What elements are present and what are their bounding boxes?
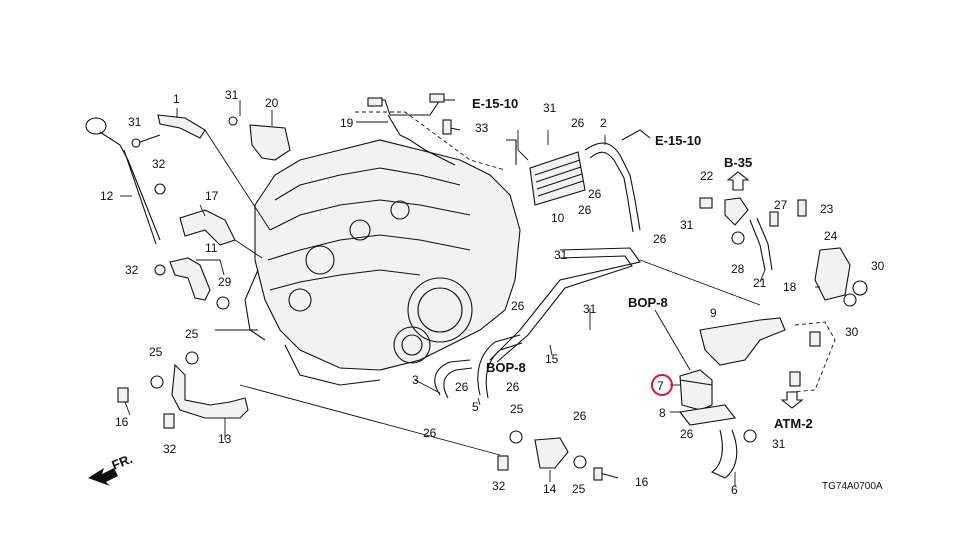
callout-9: 9 <box>710 306 717 320</box>
callout-13: 13 <box>218 432 232 446</box>
callout-11: 11 <box>205 241 218 255</box>
callout-31-c: 31 <box>583 302 597 316</box>
diagram-code: TG74A0700A <box>822 481 883 492</box>
callout-16-a: 16 <box>115 415 129 429</box>
bracket-13 <box>117 351 249 429</box>
ref-e-15-10-b: E-15-10 <box>655 133 701 148</box>
callout-28: 28 <box>731 262 745 276</box>
callout-2: 2 <box>600 116 607 130</box>
harness-bracket-19 <box>367 93 456 166</box>
pipe-11 <box>154 257 230 310</box>
atf-hoses <box>434 334 523 399</box>
bracket-9 <box>699 317 821 387</box>
callout-24: 24 <box>824 229 838 243</box>
callout-33: 33 <box>475 121 489 135</box>
transmission-case <box>244 139 521 386</box>
callout-26-h: 26 <box>578 203 592 217</box>
callout-19: 19 <box>340 116 354 130</box>
bracket-1 <box>131 114 206 148</box>
dipstick <box>85 117 161 245</box>
callout-26-i: 26 <box>653 232 667 246</box>
callout-31-a: 31 <box>128 115 142 129</box>
callout-26-d: 26 <box>573 409 587 423</box>
callout-27: 27 <box>774 198 788 212</box>
callout-31-d: 31 <box>543 101 557 115</box>
hose-14 <box>497 430 619 481</box>
callout-31-b: 31 <box>225 88 239 102</box>
leader-lines <box>120 100 820 486</box>
callout-26-g: 26 <box>588 187 602 201</box>
callout-25-c: 25 <box>510 402 524 416</box>
atf-filter-7 <box>678 369 757 479</box>
callout-7: 7 <box>657 379 664 393</box>
bracket-20 <box>228 116 291 161</box>
callout-labels: 1 31 31 20 19 33 32 12 17 11 32 29 25 25… <box>100 88 885 497</box>
callout-16-b: 16 <box>635 475 649 489</box>
callout-32-a: 32 <box>152 157 166 171</box>
ref-e-15-10-a: E-15-10 <box>472 96 518 111</box>
ref-b-35: B-35 <box>724 155 752 170</box>
callout-26-f: 26 <box>571 116 585 130</box>
callout-31-g: 31 <box>772 437 786 451</box>
callout-5: 5 <box>472 400 479 414</box>
highlight-circle <box>651 374 673 396</box>
callout-26-e: 26 <box>511 299 525 313</box>
bolt-33 <box>442 119 461 135</box>
callout-12: 12 <box>100 189 114 203</box>
front-arrow-icon <box>88 468 118 486</box>
callout-30-b: 30 <box>845 325 859 339</box>
ref-bop-8-b: BOP-8 <box>486 360 526 375</box>
reference-labels: E-15-10 E-15-10 B-35 BOP-8 BOP-8 ATM-2 F… <box>110 96 883 492</box>
callout-10: 10 <box>551 211 565 225</box>
callout-17: 17 <box>205 189 219 203</box>
callout-30-a: 30 <box>871 259 885 273</box>
bracket-17 <box>154 183 236 246</box>
ref-atm-2: ATM-2 <box>774 416 813 431</box>
callout-25-b: 25 <box>149 345 163 359</box>
callout-31-f: 31 <box>680 218 694 232</box>
callout-26-a: 26 <box>423 426 437 440</box>
callout-21: 21 <box>753 276 767 290</box>
callout-22: 22 <box>700 169 714 183</box>
callout-8: 8 <box>659 406 666 420</box>
callout-20: 20 <box>265 96 279 110</box>
callout-32-b: 32 <box>125 263 139 277</box>
callout-23: 23 <box>820 202 834 216</box>
callout-18: 18 <box>783 280 797 294</box>
ref-bop-8-a: BOP-8 <box>628 295 668 310</box>
callout-32-c: 32 <box>163 442 177 456</box>
front-label: FR. <box>110 451 135 473</box>
callout-26-b: 26 <box>455 380 469 394</box>
callout-32-d: 32 <box>492 479 506 493</box>
callout-25-d: 25 <box>572 482 586 496</box>
dashed-groupings <box>355 111 836 393</box>
reference-arrows <box>506 129 804 409</box>
callout-26-c: 26 <box>506 380 520 394</box>
callout-31-e: 31 <box>554 248 568 262</box>
callout-6: 6 <box>731 483 738 497</box>
callout-25-a: 25 <box>185 327 199 341</box>
callout-29: 29 <box>218 275 232 289</box>
callout-15: 15 <box>545 352 559 366</box>
callout-14: 14 <box>543 482 557 496</box>
callout-3: 3 <box>412 373 419 387</box>
sensor-assembly <box>699 197 868 307</box>
callout-1: 1 <box>173 92 180 106</box>
atf-cooler-10 <box>489 142 641 363</box>
callout-26-j: 26 <box>680 427 694 441</box>
